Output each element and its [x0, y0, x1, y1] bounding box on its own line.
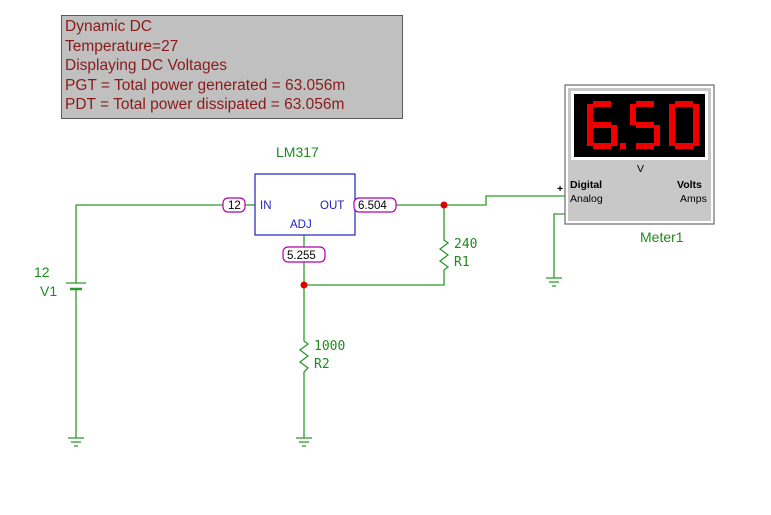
decimal-point	[620, 143, 626, 149]
info-power-generated: PGT = Total power generated = 63.056m	[65, 76, 346, 94]
r1-name-label: R1	[454, 255, 470, 270]
pin-label-adj: ADJ	[290, 219, 312, 231]
digit-segment	[654, 125, 660, 146]
meter-plus-terminal: +	[557, 183, 563, 195]
digit-segment	[587, 104, 593, 125]
regulator-name-label: LM317	[276, 144, 319, 160]
probe-adj-value: 5.255	[287, 250, 316, 262]
probe-out-voltage[interactable]: 6.504	[353, 197, 397, 213]
digit-segment	[675, 101, 693, 107]
resistor-r1[interactable]	[438, 236, 450, 271]
probe-out-value: 6.504	[358, 200, 387, 212]
digit-segment	[636, 101, 654, 107]
simulation-info-panel: Dynamic DC Temperature=27 Displaying DC …	[61, 15, 403, 119]
digit-segment	[636, 122, 654, 128]
meter-mode-digital[interactable]: Digital	[570, 179, 602, 191]
meter1[interactable]: V + Digital Analog Volts Amps	[557, 84, 715, 225]
wire-v1-to-in[interactable]	[75, 204, 223, 278]
v1-value-label: 12	[34, 264, 50, 280]
info-temperature: Temperature=27	[65, 37, 179, 55]
probe-in-voltage[interactable]: 12	[222, 197, 246, 213]
ground-symbol-v1	[68, 437, 84, 447]
probe-in-value: 12	[228, 200, 241, 212]
wire-meter-to-ground[interactable]	[553, 213, 565, 278]
digit-segment	[693, 104, 699, 125]
v1-name-label: V1	[40, 283, 57, 299]
info-power-dissipated: PDT = Total power dissipated = 63.056m	[65, 96, 345, 114]
battery-v1[interactable]	[66, 278, 86, 308]
lm317-regulator[interactable]: IN OUT ADJ	[254, 173, 364, 236]
junction-node-out[interactable]	[440, 201, 448, 209]
digit-segment	[593, 122, 611, 128]
wire-node-to-meter[interactable]	[444, 195, 565, 206]
info-mode: Dynamic DC	[65, 18, 152, 35]
meter-mode-analog[interactable]: Analog	[570, 193, 603, 205]
probe-adj-voltage[interactable]: 5.255	[282, 246, 326, 263]
digit-segment	[593, 143, 611, 149]
pin-label-out: OUT	[320, 200, 344, 212]
ground-symbol-r2	[296, 437, 312, 447]
regulator-body[interactable]	[254, 173, 356, 236]
r1-value-label: 240	[454, 237, 477, 252]
ground-symbol-meter	[546, 277, 562, 287]
resistor-r2[interactable]	[298, 337, 310, 377]
digit-segment	[611, 125, 617, 146]
wires	[75, 195, 565, 438]
digit-segment	[630, 104, 636, 125]
digit-segment	[675, 143, 693, 149]
digit-segment	[669, 125, 675, 146]
digit-segment	[669, 104, 675, 125]
meter-quantity-amps[interactable]: Amps	[680, 193, 707, 205]
r2-value-label: 1000	[314, 339, 345, 354]
r2-name-label: R2	[314, 357, 330, 372]
junction-node-adj[interactable]	[300, 281, 308, 289]
meter-quantity-volts[interactable]: Volts	[677, 179, 702, 191]
digit-segment	[693, 125, 699, 146]
meter-name-label: Meter1	[640, 229, 684, 245]
pin-label-in: IN	[260, 200, 272, 212]
digit-segment	[593, 101, 611, 107]
info-display-mode: Displaying DC Voltages	[65, 57, 227, 75]
digit-segment	[636, 143, 654, 149]
meter-unit-label: V	[637, 163, 644, 175]
wire-r1-to-adj-node[interactable]	[304, 270, 445, 286]
digit-segment	[587, 125, 593, 146]
meter-digit-readout	[587, 101, 699, 149]
